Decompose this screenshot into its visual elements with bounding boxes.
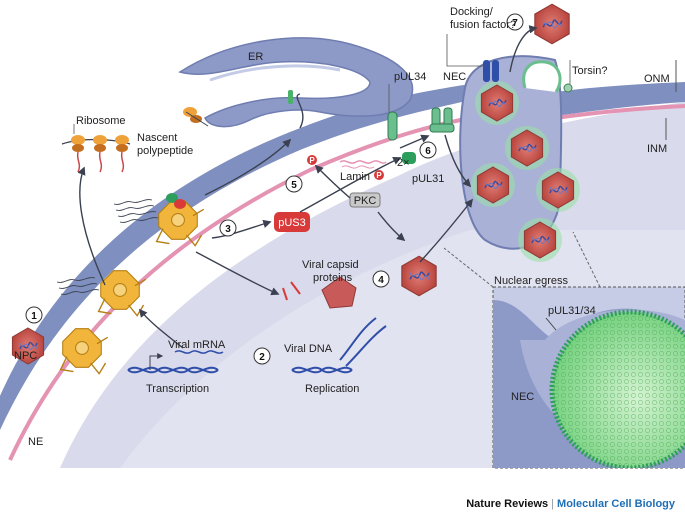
er-ribosome <box>183 107 209 127</box>
step-7: 7 <box>512 18 518 29</box>
ribosome-2 <box>93 135 107 173</box>
label-transcription: Transcription <box>146 383 209 395</box>
budding-vesicle <box>522 60 562 93</box>
label-capsid-1: Viral capsid <box>302 259 359 271</box>
replication-dna <box>291 317 387 374</box>
inner-nuclear-membrane-right <box>554 104 685 120</box>
capsid-protein-fragments <box>282 281 301 301</box>
viral-mrna-strand <box>174 350 224 354</box>
label-pul34: pUL34 <box>394 71 426 83</box>
npc-bound-ribosome <box>166 193 186 209</box>
nec-complex <box>429 107 455 133</box>
pathway-arrows <box>77 25 538 349</box>
endoplasmic-reticulum <box>178 37 414 128</box>
label-replication: Replication <box>305 383 359 395</box>
capsid-protein-assembly <box>321 276 357 309</box>
label-ne: NE <box>28 436 43 448</box>
inset-connector-left <box>443 247 494 288</box>
lamin-filament <box>339 160 387 164</box>
phospho-marker-lamin <box>374 170 384 180</box>
phospho-label: P <box>309 156 315 165</box>
label-lamin: Lamin <box>340 171 370 183</box>
label-docking-2: fusion factor? <box>450 19 516 31</box>
journal-name: Nature Reviews <box>466 498 549 510</box>
label-docking-1: Docking/ <box>450 6 494 18</box>
label-capsid-2: proteins <box>313 272 353 284</box>
transcription-start-arrow <box>149 353 164 370</box>
pus3-label: pUS3 <box>278 217 306 229</box>
label-ribosome: Ribosome <box>76 115 126 127</box>
step-2: 2 <box>259 352 265 363</box>
journal-subject: Molecular Cell Biology <box>557 498 675 510</box>
figure-credit: Nature Reviews|Molecular Cell Biology <box>466 498 675 510</box>
phospho-marker <box>307 155 317 165</box>
ribosome-3 <box>115 135 129 173</box>
docking-factor <box>483 60 499 82</box>
phospho-label-lamin: P <box>376 171 382 180</box>
er-lumen <box>209 64 341 82</box>
label-er: ER <box>248 51 263 63</box>
step-3: 3 <box>225 224 231 235</box>
mrna-strands <box>56 199 159 295</box>
lamin-filament-2 <box>341 165 375 169</box>
ribosome-1 <box>71 135 85 173</box>
label-nascent-2: polypeptide <box>137 145 193 157</box>
pkc-label: PKC <box>354 195 377 207</box>
step-4: 4 <box>378 275 384 286</box>
capsid-released <box>534 3 570 45</box>
label-viral-mrna: Viral mRNA <box>168 339 226 351</box>
nuclear-envelope-right <box>555 82 685 116</box>
label-viral-dna: Viral DNA <box>284 343 333 355</box>
torsin <box>563 83 573 93</box>
label-nuclear-egress: Nuclear egress <box>494 275 568 287</box>
perinuclear-capsids <box>471 81 580 262</box>
pus3-box <box>274 212 310 232</box>
pkc-box <box>349 192 381 208</box>
transcription-dna <box>127 366 219 374</box>
inset-connector-right <box>572 231 601 288</box>
ribosome-cluster <box>61 135 131 173</box>
label-nec-top: NEC <box>443 71 466 83</box>
npc-bottom <box>59 328 109 375</box>
pul34-protein <box>387 111 398 141</box>
step-6: 6 <box>425 146 431 157</box>
inset-panel <box>492 286 685 469</box>
step-markers <box>25 13 524 365</box>
credit-separator: | <box>551 498 555 510</box>
label-onm: ONM <box>644 73 670 85</box>
label-nascent-1: Nascent <box>137 132 177 144</box>
step-1: 1 <box>31 311 37 322</box>
step-5: 5 <box>291 180 297 191</box>
leader-lines <box>73 34 571 134</box>
label-pul31: pUL31 <box>412 173 444 185</box>
er-translocon <box>288 90 293 104</box>
label-npc: NPC <box>14 350 37 362</box>
label-pul31-34: pUL31/34 <box>548 305 596 317</box>
pul31-protein <box>402 152 416 164</box>
label-torsin: Torsin? <box>572 65 607 77</box>
label-inm: INM <box>647 143 667 155</box>
inner-nuclear-membrane <box>8 116 471 461</box>
label-nec-inset: NEC <box>511 391 534 403</box>
label-2x: 2× <box>397 157 410 169</box>
